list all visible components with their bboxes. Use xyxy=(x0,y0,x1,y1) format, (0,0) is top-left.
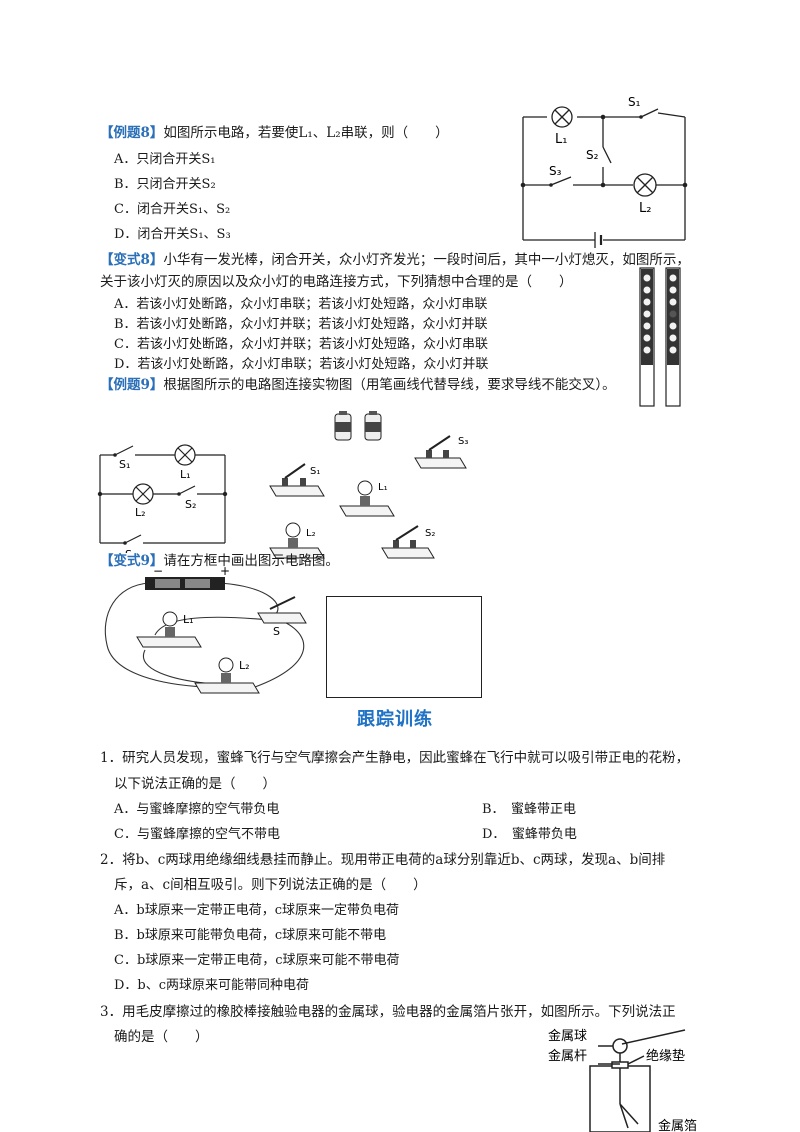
phys-label-s1: S₁ xyxy=(310,466,320,477)
ex9-label-l1: L₁ xyxy=(180,468,191,481)
example9-physical-components: S₁ S₃ L₁ L₂ S₂ xyxy=(269,411,468,559)
q2-line1: 2．将b、c两球用绝缘细线悬挂而静止。现用带正电荷的a球分别靠近b、c两球，发现… xyxy=(100,852,666,868)
ex9-label-s3: S₃ xyxy=(125,548,136,553)
variant9-tag: 【变式9】 xyxy=(100,553,164,569)
variant9-text: 请在方框中画出图示电路图。 xyxy=(163,553,339,569)
example8-option-d: D．闭合开关S₁、S₃ xyxy=(114,227,231,242)
q1-option-b: B． 蜜蜂带正电 xyxy=(482,802,577,817)
q2-option-a: A．b球原来一定带正电荷，c球原来一定带负电荷 xyxy=(114,903,399,918)
var9-label-s: S xyxy=(273,625,280,638)
q2-option-b: B．b球原来可能带负电荷，c球原来可能不带电 xyxy=(114,928,387,943)
label-metal-rod: 金属杆 xyxy=(548,1048,587,1064)
var9-label-l1: L₁ xyxy=(183,613,194,626)
q1-option-a: A．与蜜蜂摩擦的空气带负电 xyxy=(114,802,280,817)
ex9-label-s1: S₁ xyxy=(119,458,130,471)
phys-label-s3: S₃ xyxy=(458,436,468,447)
variant8-option-b: B．若该小灯处断路，众小灯并联；若该小灯处短路，众小灯并联 xyxy=(114,317,488,332)
example8-option-c: C．闭合开关S₁、S₂ xyxy=(114,202,231,217)
phys-label-s2: S₂ xyxy=(425,528,435,539)
section-title: 跟踪训练 xyxy=(357,709,433,730)
answer-drawing-box[interactable] xyxy=(326,596,482,698)
battery-pack-icon xyxy=(145,577,225,590)
label-metal-ball: 金属球 xyxy=(548,1028,587,1044)
switch-s2-icon xyxy=(381,525,435,559)
q3-line2: 确的是（ ） xyxy=(114,1029,209,1045)
label-metal-foil: 金属箔 xyxy=(658,1118,697,1132)
example8-stem: 【例题8】如图所示电路，若要使L₁、L₂串联，则（ ） xyxy=(100,121,449,141)
phys-label-l1: L₁ xyxy=(378,482,388,493)
example9-text: 根据图所示的电路图连接实物图（用笔画线代替导线，要求导线不能交叉）。 xyxy=(163,377,616,393)
q1-line1: 1．研究人员发现，蜜蜂飞行与空气摩擦会产生静电，因此蜜蜂在飞行中就可以吸引带正电… xyxy=(100,750,690,766)
label-s2: S₂ xyxy=(586,148,599,162)
variant8-tag: 【变式8】 xyxy=(100,252,164,268)
variant8-option-a: A．若该小灯处断路，众小灯串联；若该小灯处短路，众小灯串联 xyxy=(114,297,488,312)
label-l2: L₂ xyxy=(639,201,651,216)
q1-line2: 以下说法正确的是（ ） xyxy=(114,776,276,792)
variant8-stem-line2: 关于该小灯灭的原因以及众小灯的电路连接方式，下列猜想中合理的是（ ） xyxy=(100,274,573,290)
var9-label-l2: L₂ xyxy=(239,659,250,672)
q2-line2: 斥，a、c间相互吸引。则下列说法正确的是（ ） xyxy=(114,877,427,893)
glow-stick-image xyxy=(639,267,681,407)
ex9-label-l2: L₂ xyxy=(135,506,146,519)
example8-tag: 【例题8】 xyxy=(100,125,164,141)
ex9-label-s2: S₂ xyxy=(185,498,196,511)
var9-lamp-l1-icon xyxy=(136,611,202,648)
variant8-stem-line1: 【变式8】小华有一发光棒，闭合开关，众小灯齐发光；一段时间后，其中一小灯熄灭，如… xyxy=(100,248,690,268)
lamp-l1-icon xyxy=(339,480,395,517)
battery-minus-label: − xyxy=(153,565,163,578)
q2-option-c: C．b球原来一定带正电荷，c球原来可能不带电荷 xyxy=(114,953,400,968)
var9-lamp-l2-icon xyxy=(194,657,260,694)
example8-text: 如图所示电路，若要使L₁、L₂串联，则（ ） xyxy=(163,125,449,141)
switch-s1-icon xyxy=(269,463,325,497)
label-l1: L₁ xyxy=(555,132,567,147)
battery-icon xyxy=(334,411,382,441)
battery-plus-label: + xyxy=(220,565,230,578)
q3-line1: 3．用毛皮摩擦过的橡胶棒接触验电器的金属球，验电器的金属箔片张开，如图所示。下列… xyxy=(100,1004,676,1020)
variant9-stem: 【变式9】请在方框中画出图示电路图。 xyxy=(100,549,339,569)
example8-option-b: B．只闭合开关S₂ xyxy=(114,177,216,192)
variant8-option-c: C．若该小灯处断路，众小灯并联；若该小灯处短路，众小灯串联 xyxy=(114,337,488,352)
example9-tag: 【例题9】 xyxy=(100,377,164,393)
q1-option-d: D． 蜜蜂带负电 xyxy=(482,827,577,842)
example9-stem: 【例题9】根据图所示的电路图连接实物图（用笔画线代替导线，要求导线不能交叉）。 xyxy=(100,373,616,393)
phys-label-l2: L₂ xyxy=(306,528,316,539)
lamp-l2-icon xyxy=(269,522,325,559)
switch-s3-icon xyxy=(414,435,467,469)
switch-s-icon xyxy=(257,596,307,624)
variant8-option-d: D．若该小灯处断路，众小灯串联；若该小灯处短路，众小灯并联 xyxy=(114,357,489,372)
q2-option-d: D．b、c两球原来可能带同种电荷 xyxy=(114,978,310,993)
electroscope-diagram: 金属球 金属杆 绝缘垫 金属箔 xyxy=(548,1028,697,1132)
variant9-physical-circuit: − + S L₁ L₂ xyxy=(104,565,307,694)
example9-circuit-diagram: S₁ L₁ L₂ S₂ S₃ xyxy=(97,444,228,553)
example8-circuit-diagram: L₁ S₁ S₂ S₃ L₂ xyxy=(520,95,688,248)
example8-option-a: A．只闭合开关S₁ xyxy=(114,152,216,167)
label-s1: S₁ xyxy=(628,95,641,109)
variant8-text1: 小华有一发光棒，闭合开关，众小灯齐发光；一段时间后，其中一小灯熄灭，如图所示， xyxy=(163,252,690,268)
label-s3: S₃ xyxy=(549,164,562,178)
label-insulator: 绝缘垫 xyxy=(646,1048,685,1064)
q1-option-c: C．与蜜蜂摩擦的空气不带电 xyxy=(114,827,280,842)
